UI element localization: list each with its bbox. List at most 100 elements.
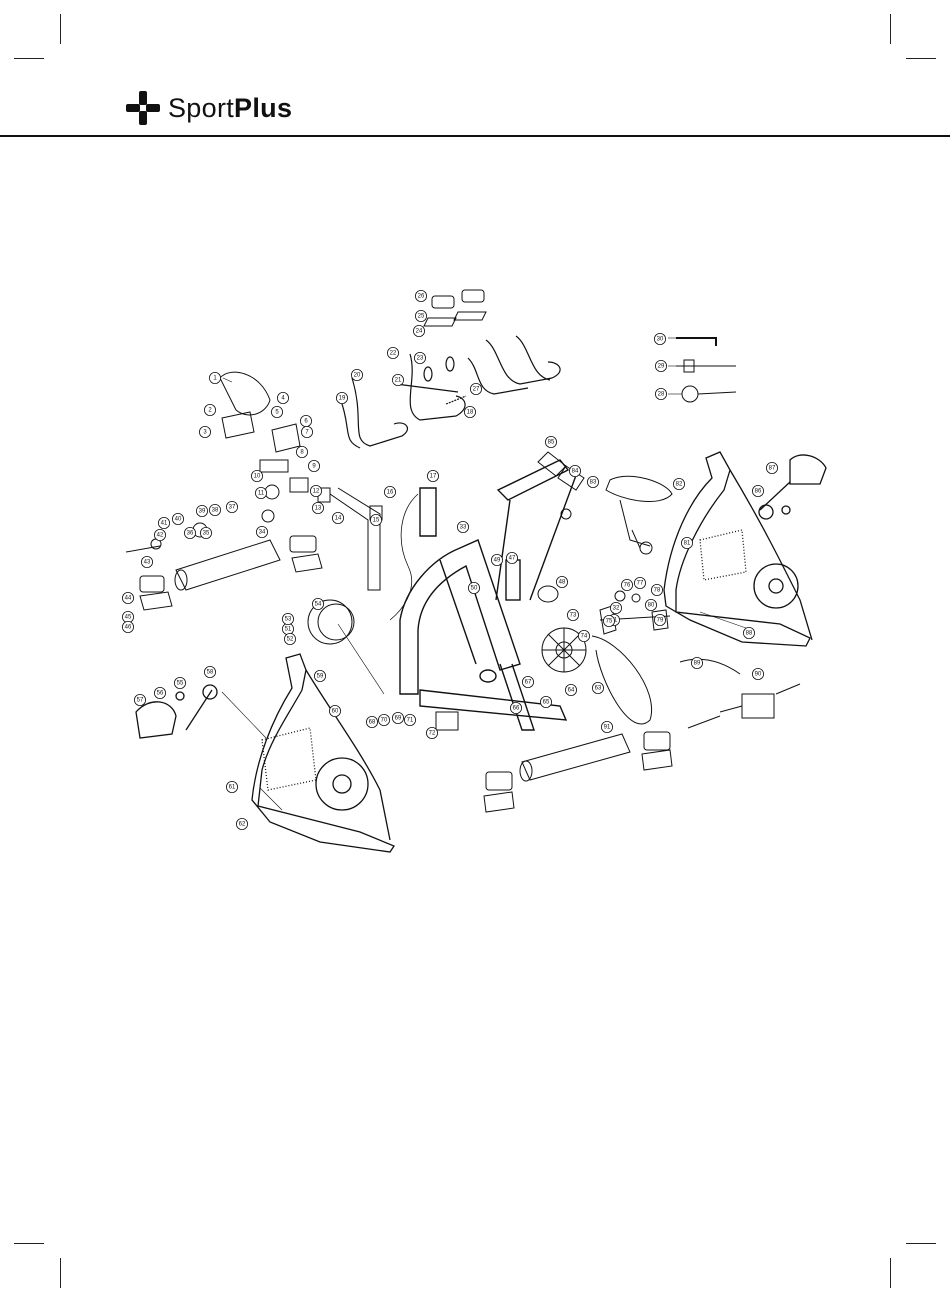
callout-70: 70 [378,714,389,725]
callout-39: 39 [196,505,207,516]
callout-73: 73 [567,609,578,620]
callout-label: 69 [395,715,402,721]
callout-47: 47 [506,552,517,563]
callout-label: 34 [259,529,266,535]
callout-46: 46 [122,621,133,632]
callout-65: 65 [540,696,551,707]
callout-label: 88 [746,630,753,636]
callout-57: 57 [134,694,145,705]
callout-42: 42 [154,529,165,540]
callout-62: 62 [236,818,247,829]
callout-52: 52 [284,633,295,644]
callout-83: 83 [587,476,598,487]
callout-30: 30 [654,333,665,344]
callout-64: 64 [565,684,576,695]
callout-label: 46 [125,624,132,630]
callout-label: 76 [624,582,631,588]
handlebar-stem [318,488,382,590]
callout-24: 24 [413,325,424,336]
callout-label: 85 [548,439,555,445]
callout-79: 79 [654,614,665,625]
callout-label: 35 [203,530,210,536]
callout-6: 6 [300,415,311,426]
callout-69: 69 [392,712,403,723]
callout-label: 22 [390,350,397,356]
callout-label: 47 [509,555,516,561]
callout-label: 77 [637,580,644,586]
callout-label: 64 [568,687,575,693]
callout-label: 74 [581,633,588,639]
callout-label: 50 [471,585,478,591]
callout-label: 84 [572,468,579,474]
tool-screwdriver [676,360,736,372]
callout-16: 16 [384,486,395,497]
callout-82: 82 [673,478,684,489]
callout-label: 91 [604,724,611,730]
callout-label: 61 [229,784,236,790]
callout-35: 35 [200,527,211,538]
callout-81: 81 [681,537,692,548]
callout-label: 23 [417,355,424,361]
callout-19: 19 [336,392,347,403]
callout-48: 48 [556,576,567,587]
callout-32: 32 [610,602,621,613]
callout-label: 19 [339,395,346,401]
callout-18: 18 [464,406,475,417]
callout-label: 14 [335,515,342,521]
callout-49: 49 [491,554,502,565]
callout-label: 13 [315,505,322,511]
callout-28: 28 [655,388,666,399]
callout-23: 23 [414,352,425,363]
callout-27: 27 [470,383,481,394]
callout-label: 80 [648,602,655,608]
callout-label: 32 [613,605,620,611]
callout-12: 12 [310,485,321,496]
callout-label: 12 [313,488,320,494]
callout-13: 13 [312,502,323,513]
callout-label: 83 [590,479,597,485]
callout-37: 37 [226,501,237,512]
callout-label: 17 [430,473,437,479]
callout-label: 41 [161,520,168,526]
callout-label: 27 [473,386,480,392]
callout-56: 56 [154,687,165,698]
main-frame [400,460,578,730]
callout-80: 80 [645,599,656,610]
callout-label: 68 [369,719,376,725]
callout-label: 11 [258,490,265,496]
callout-label: 44 [125,595,132,601]
callout-label: 49 [494,557,501,563]
callout-86: 86 [752,485,763,496]
callout-88: 88 [743,627,754,638]
callout-21: 21 [392,374,403,385]
callout-14: 14 [332,512,343,523]
callout-label: 75 [606,618,613,624]
callout-2: 2 [204,404,215,415]
callout-label: 62 [239,821,246,827]
callout-label: 43 [144,559,151,565]
callout-label: 37 [229,504,236,510]
callout-15: 15 [370,514,381,525]
callout-label: 38 [212,507,219,513]
callout-label: 89 [694,660,701,666]
callout-label: 57 [137,697,144,703]
callout-label: 48 [559,579,566,585]
callout-40: 40 [172,513,183,524]
callout-1: 1 [209,372,220,383]
callout-61: 61 [226,781,237,792]
callout-72: 72 [426,727,437,738]
handlebar-pads [424,290,486,326]
callout-label: 82 [676,481,683,487]
callout-74: 74 [578,630,589,641]
callout-17: 17 [427,470,438,481]
callout-label: 21 [395,377,402,383]
callout-3: 3 [199,426,210,437]
callout-10: 10 [251,470,262,481]
callout-label: 66 [513,705,520,711]
callout-label: 81 [684,540,691,546]
callout-63: 63 [592,682,603,693]
callout-label: 54 [315,601,322,607]
callout-label: 39 [199,508,206,514]
callout-29: 29 [655,360,666,371]
